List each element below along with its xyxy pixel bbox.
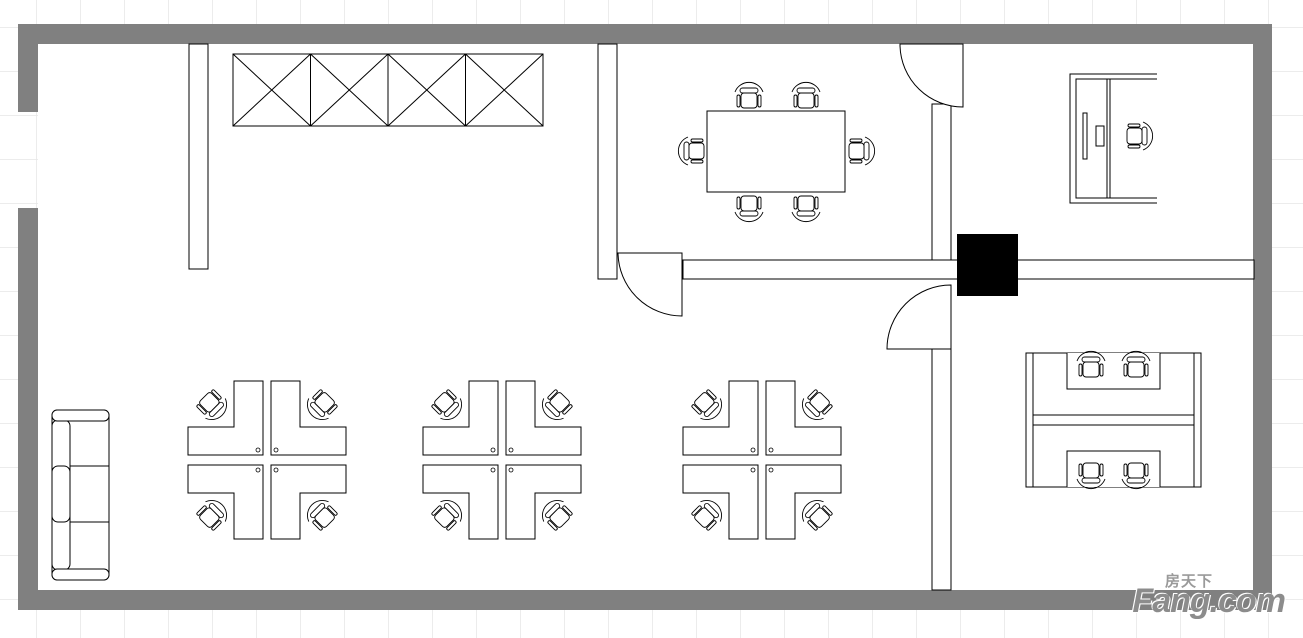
conference-table-icon <box>677 81 876 223</box>
desk-icon <box>1025 350 1202 490</box>
desk-icon <box>1069 73 1157 204</box>
storage-cabinet-icon <box>232 53 544 127</box>
watermark: 房天下 Fang.com <box>1095 570 1286 620</box>
door-swing-icon[interactable] <box>886 284 952 350</box>
exterior-walls <box>18 24 1272 610</box>
watermark-brand: Fang.com <box>1132 582 1286 620</box>
door-swing-icon[interactable] <box>617 252 683 317</box>
sofa-icon <box>51 409 110 581</box>
watermark-chinese: 房天下 <box>1164 572 1213 590</box>
structural-column-icon <box>957 234 1018 296</box>
door-swing-icon[interactable] <box>899 43 964 108</box>
